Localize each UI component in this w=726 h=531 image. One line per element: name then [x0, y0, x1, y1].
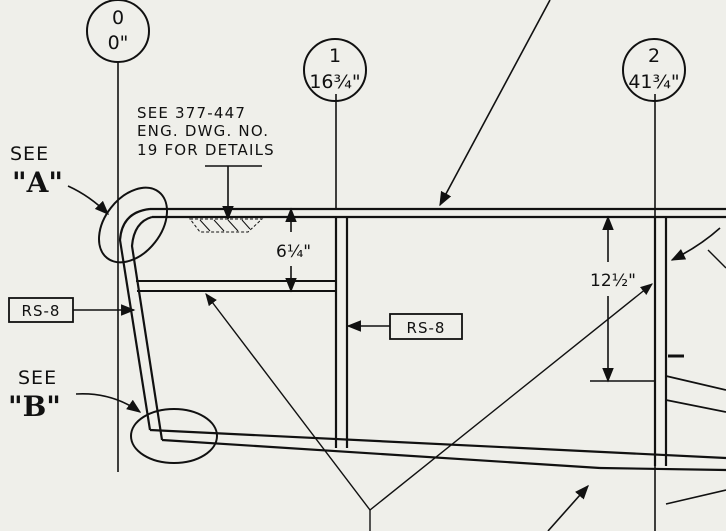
tall-dimension-value: 12½" [590, 271, 636, 291]
note-line-3: 19 FOR DETAILS [137, 141, 275, 159]
station-2-number: 2 [648, 45, 660, 67]
tall-dimension: 12½" [590, 215, 655, 383]
see-detail-a: SEE "A" [10, 143, 110, 216]
detail-b-circle [130, 408, 218, 464]
frame-structure [118, 207, 726, 505]
station-bubble-0: 0 0" [86, 0, 150, 63]
short-dimension: 6¼" [276, 207, 311, 293]
station-bubble-2: 2 41¾" [622, 38, 686, 102]
see-a-letter: "A" [12, 166, 63, 199]
station-bubble-1: 1 16¾" [303, 38, 367, 102]
see-b-letter: "B" [8, 390, 61, 423]
tag-rs8-middle-label: RS-8 [407, 319, 446, 337]
station-0-number: 0 [112, 7, 124, 29]
station-1-number: 1 [329, 45, 341, 67]
short-dimension-value: 6¼" [276, 242, 311, 262]
tag-rs8-middle: RS-8 [346, 313, 463, 340]
reference-note: SEE 377-447 ENG. DWG. NO. 19 FOR DETAILS [137, 104, 275, 221]
station-2-distance: 41¾" [628, 71, 679, 93]
station-0-distance: 0" [108, 32, 129, 54]
hatched-region [188, 218, 264, 233]
leader-arrows [205, 0, 726, 531]
detail-a-circle [98, 186, 168, 264]
see-detail-b: SEE "B" [8, 367, 142, 423]
note-line-1: SEE 377-447 [137, 104, 246, 122]
tag-rs8-left: RS-8 [8, 297, 136, 323]
tag-rs8-left-label: RS-8 [22, 302, 61, 320]
note-line-2: ENG. DWG. NO. [137, 122, 269, 140]
station-1-distance: 16¾" [309, 71, 360, 93]
see-a-word: SEE [10, 143, 49, 165]
see-b-word: SEE [18, 367, 57, 389]
